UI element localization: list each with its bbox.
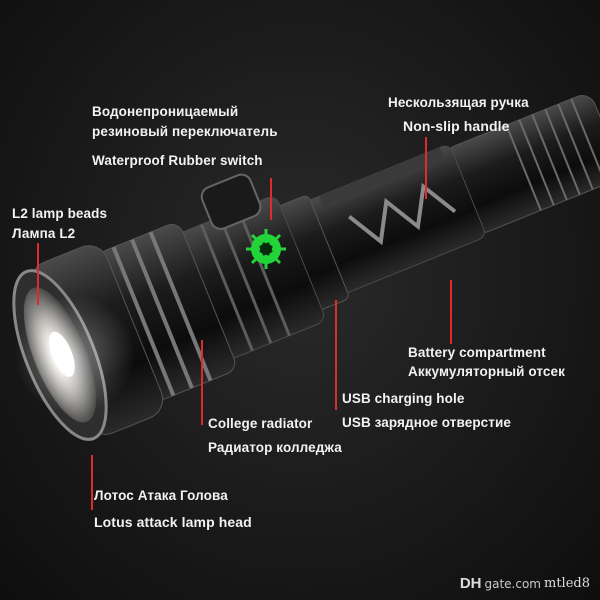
handle-label-ru: Нескользящая ручка bbox=[388, 95, 529, 110]
usb-label-ru: USB зарядное отверстие bbox=[342, 415, 511, 430]
lamp-label-en: L2 lamp beads bbox=[12, 206, 108, 221]
leader-line-radiator bbox=[201, 340, 203, 425]
head-label-en: Lotus attack lamp head bbox=[94, 514, 252, 530]
leader-line-switch bbox=[270, 178, 272, 220]
radiator-label-en: College radiator bbox=[208, 416, 313, 431]
switch-label-ru-line2: резиновый переключатель bbox=[92, 124, 278, 139]
battery-label-ru: Аккумуляторный отсек bbox=[408, 364, 565, 379]
battery-label-en: Battery compartment bbox=[408, 345, 546, 360]
radiator-label-ru: Радиатор колледжа bbox=[208, 440, 342, 455]
watermark: DH gate.com mtled8 bbox=[460, 575, 590, 592]
leader-line-lamp bbox=[37, 243, 39, 305]
flashlight-body bbox=[12, 95, 600, 441]
handle-label-en: Non-slip handle bbox=[403, 118, 510, 134]
switch-label-ru-line1: Водонепроницаемый bbox=[92, 104, 239, 119]
leader-line-head bbox=[91, 455, 93, 510]
leader-line-usb bbox=[335, 300, 337, 410]
watermark-dh: DH bbox=[459, 575, 482, 592]
lamp-label-ru: Лампа L2 bbox=[12, 226, 76, 241]
leader-line-battery bbox=[450, 280, 452, 344]
switch-label-en: Waterproof Rubber switch bbox=[92, 153, 263, 168]
leader-line-handle bbox=[425, 137, 427, 199]
watermark-gate: gate.com bbox=[484, 576, 541, 591]
usb-label-en: USB charging hole bbox=[342, 391, 465, 406]
head-label-ru: Лотос Атака Голова bbox=[94, 488, 228, 503]
watermark-store: mtled8 bbox=[544, 576, 590, 591]
switch-power-icon bbox=[246, 229, 286, 269]
